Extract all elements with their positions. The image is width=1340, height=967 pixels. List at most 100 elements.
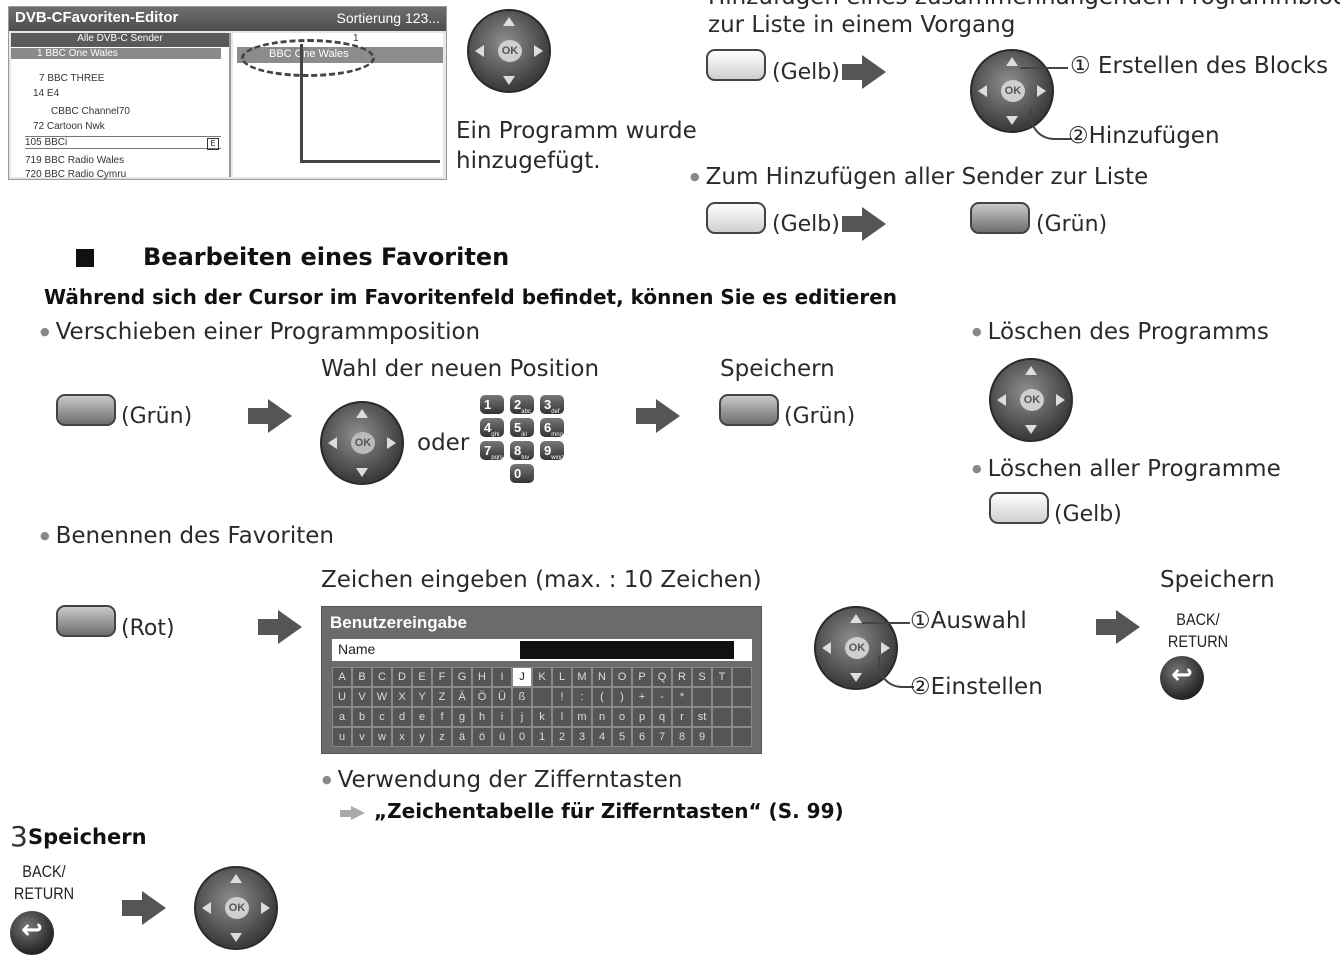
keyboard-key[interactable]: l <box>552 707 572 727</box>
keyboard-key[interactable]: ö <box>472 727 492 747</box>
keyboard-key[interactable]: b <box>352 707 372 727</box>
keyboard-key[interactable]: 3 <box>572 727 592 747</box>
keyboard-key[interactable]: T <box>712 667 732 687</box>
keyboard-key[interactable]: z <box>432 727 452 747</box>
direction-arrow-icon[interactable] <box>261 902 270 914</box>
keyboard-key[interactable]: u <box>332 727 352 747</box>
ok-button[interactable]: OK <box>498 40 522 62</box>
keyboard-key[interactable]: ß <box>512 687 532 707</box>
keyboard-key[interactable]: q <box>652 707 672 727</box>
keyboard-key[interactable]: k <box>532 707 552 727</box>
keyboard-key[interactable]: J <box>512 667 532 687</box>
direction-arrow-icon[interactable] <box>475 45 484 57</box>
green-button[interactable] <box>719 394 779 426</box>
direction-arrow-icon[interactable] <box>997 394 1006 406</box>
keyboard-key[interactable]: g <box>452 707 472 727</box>
numkey-0[interactable]: 0 <box>510 464 534 483</box>
keyboard-key[interactable]: v <box>352 727 372 747</box>
channel-row[interactable]: 720 BBC Radio Cymru <box>25 169 127 180</box>
numkey-8[interactable]: 8tuv <box>510 441 534 461</box>
numkey-5[interactable]: 5jkl <box>510 418 534 438</box>
keyboard-key[interactable]: ü <box>492 727 512 747</box>
direction-arrow-icon[interactable] <box>850 673 862 682</box>
direction-arrow-icon[interactable] <box>881 642 890 654</box>
keyboard-key[interactable]: Ä <box>452 687 472 707</box>
sort-label[interactable]: Sortierung 123... <box>336 10 440 26</box>
keyboard-key[interactable]: x <box>392 727 412 747</box>
keyboard-key[interactable]: f <box>432 707 452 727</box>
direction-arrow-icon[interactable] <box>503 76 515 85</box>
keyboard-key[interactable]: h <box>472 707 492 727</box>
keyboard-key[interactable]: 4 <box>592 727 612 747</box>
keyboard-key[interactable]: 6 <box>632 727 652 747</box>
direction-arrow-icon[interactable] <box>534 45 543 57</box>
keyboard-key[interactable]: c <box>372 707 392 727</box>
keyboard-key[interactable]: 2 <box>552 727 572 747</box>
channel-row[interactable]: CBBC Channel70 <box>51 106 130 117</box>
keyboard-key[interactable]: X <box>392 687 412 707</box>
ok-button[interactable]: OK <box>351 432 375 454</box>
numkey-7[interactable]: 7pqrs <box>480 441 504 461</box>
keyboard-key[interactable]: d <box>392 707 412 727</box>
keyboard-key[interactable]: L <box>552 667 572 687</box>
ok-button[interactable]: OK <box>1020 389 1044 411</box>
keyboard-key[interactable]: i <box>492 707 512 727</box>
keyboard-key[interactable] <box>712 727 732 747</box>
keyboard-key[interactable]: - <box>652 687 672 707</box>
direction-arrow-icon[interactable] <box>503 17 515 26</box>
direction-arrow-icon[interactable] <box>1025 425 1037 434</box>
keyboard-key[interactable]: y <box>412 727 432 747</box>
direction-arrow-icon[interactable] <box>328 437 337 449</box>
direction-arrow-icon[interactable] <box>1006 57 1018 66</box>
keyboard-key[interactable]: O <box>612 667 632 687</box>
keyboard-key[interactable]: A <box>332 667 352 687</box>
keyboard-key[interactable]: ( <box>592 687 612 707</box>
keyboard-key[interactable]: Z <box>432 687 452 707</box>
keyboard-key[interactable]: G <box>452 667 472 687</box>
keyboard-key[interactable]: Ö <box>472 687 492 707</box>
keyboard-key[interactable]: w <box>372 727 392 747</box>
direction-arrow-icon[interactable] <box>822 642 831 654</box>
direction-arrow-icon[interactable] <box>356 409 368 418</box>
numkey-3[interactable]: 3def <box>540 395 564 415</box>
direction-arrow-icon[interactable] <box>978 85 987 97</box>
name-field[interactable]: Name <box>332 639 752 661</box>
ok-pad[interactable]: OK <box>467 9 551 93</box>
keyboard-key[interactable] <box>712 687 732 707</box>
keyboard-key[interactable]: ) <box>612 687 632 707</box>
digits-reference[interactable]: „Zeichentabelle für Zifferntasten“ (S. 9… <box>374 799 844 823</box>
keyboard-key[interactable]: 5 <box>612 727 632 747</box>
keyboard-key[interactable] <box>712 707 732 727</box>
green-button[interactable] <box>56 394 116 426</box>
keyboard-key[interactable]: 8 <box>672 727 692 747</box>
channel-row[interactable]: 14 E4 <box>33 88 60 99</box>
numkey-9[interactable]: 9wxyz <box>540 441 565 461</box>
keyboard-key[interactable] <box>732 687 752 707</box>
keyboard-key[interactable]: r <box>672 707 692 727</box>
keyboard-key[interactable] <box>732 727 752 747</box>
keyboard-key[interactable]: j <box>512 707 532 727</box>
ok-button[interactable]: OK <box>845 637 869 659</box>
keyboard-key[interactable]: C <box>372 667 392 687</box>
keyboard-key[interactable]: N <box>592 667 612 687</box>
keyboard-key[interactable]: + <box>632 687 652 707</box>
direction-arrow-icon[interactable] <box>202 902 211 914</box>
keyboard-key[interactable]: Ü <box>492 687 512 707</box>
channel-row[interactable]: 105 BBCi <box>25 136 221 149</box>
keyboard-key[interactable]: I <box>492 667 512 687</box>
keyboard-key[interactable]: a <box>332 707 352 727</box>
keyboard-key[interactable]: m <box>572 707 592 727</box>
direction-arrow-icon[interactable] <box>1006 116 1018 125</box>
direction-arrow-icon[interactable] <box>230 933 242 942</box>
keyboard-key[interactable]: 7 <box>652 727 672 747</box>
numkey-6[interactable]: 6mno <box>540 418 564 438</box>
keyboard-key[interactable]: U <box>332 687 352 707</box>
channel-row[interactable]: 1 BBC One Wales <box>11 48 221 59</box>
direction-arrow-icon[interactable] <box>356 468 368 477</box>
keyboard-key[interactable]: V <box>352 687 372 707</box>
keyboard-key[interactable]: B <box>352 667 372 687</box>
direction-arrow-icon[interactable] <box>230 874 242 883</box>
keyboard-key[interactable] <box>532 687 552 707</box>
ok-pad[interactable]: OK <box>989 358 1073 442</box>
direction-arrow-icon[interactable] <box>1025 366 1037 375</box>
